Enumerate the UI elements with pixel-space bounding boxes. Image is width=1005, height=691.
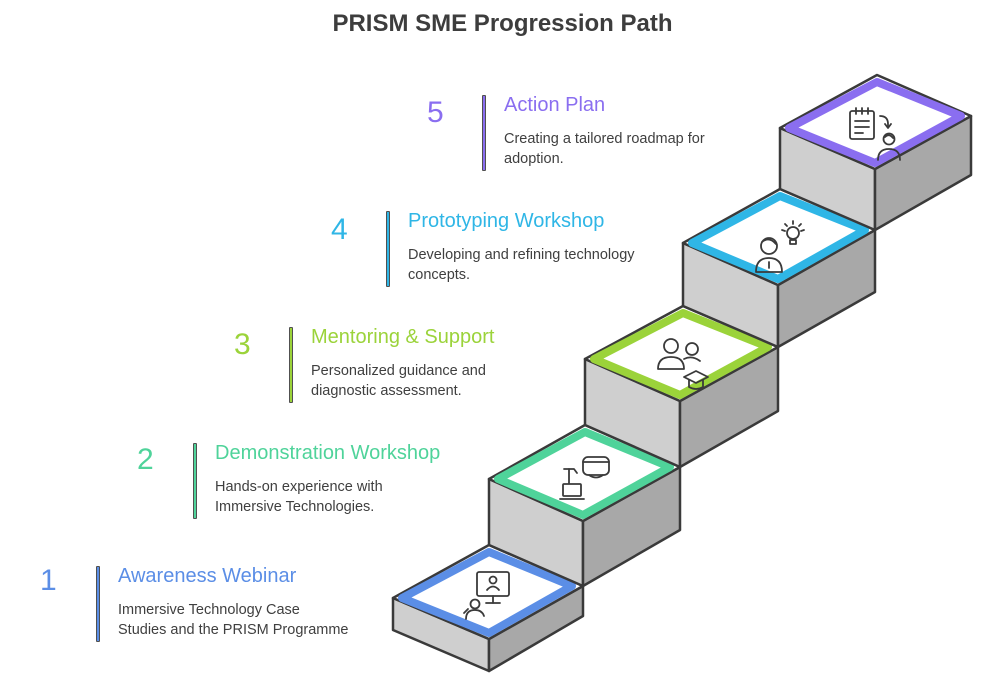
person-presenting-icon xyxy=(463,571,510,620)
step-description-5: Creating a tailored roadmap for adoption… xyxy=(504,131,705,167)
step-description-1: Immersive Technology Case Studies and th… xyxy=(118,602,349,638)
step-title-4: Prototyping Workshop xyxy=(408,210,605,232)
step-accent-bar-5 xyxy=(482,95,486,171)
step-number-1: 1 xyxy=(40,564,57,597)
step-title-2: Demonstration Workshop xyxy=(215,442,441,464)
stair-riser-3-4 xyxy=(681,228,877,349)
roadmap-person-icon xyxy=(849,107,901,161)
stair-block-1 xyxy=(391,543,585,673)
step-accent-bar-1 xyxy=(96,566,100,642)
person-idea-icon xyxy=(755,220,805,273)
mentor-student-icon xyxy=(657,338,709,390)
step-accent-bar-4 xyxy=(386,211,390,287)
step-number-4: 4 xyxy=(331,213,348,246)
step-title-1: Awareness Webinar xyxy=(118,565,297,587)
page-title: PRISM SME Progression Path xyxy=(332,10,673,37)
stair-riser-2-3 xyxy=(583,345,780,469)
vr-headset-icon xyxy=(559,456,610,500)
step-accent-bar-3 xyxy=(289,327,293,403)
step-title-5: Action Plan xyxy=(504,94,606,116)
step-description-2: Hands-on experience with Immersive Techn… xyxy=(215,479,383,515)
step-accent-bar-2 xyxy=(193,443,197,519)
stair-block-5 xyxy=(778,73,973,171)
step-number-2: 2 xyxy=(137,443,154,476)
step-number-3: 3 xyxy=(234,328,251,361)
step-description-3: Personalized guidance and diagnostic ass… xyxy=(311,363,486,399)
step-title-3: Mentoring & Support xyxy=(311,326,495,348)
step-description-4: Developing and refining technology conce… xyxy=(408,247,635,283)
step-number-5: 5 xyxy=(427,96,444,129)
